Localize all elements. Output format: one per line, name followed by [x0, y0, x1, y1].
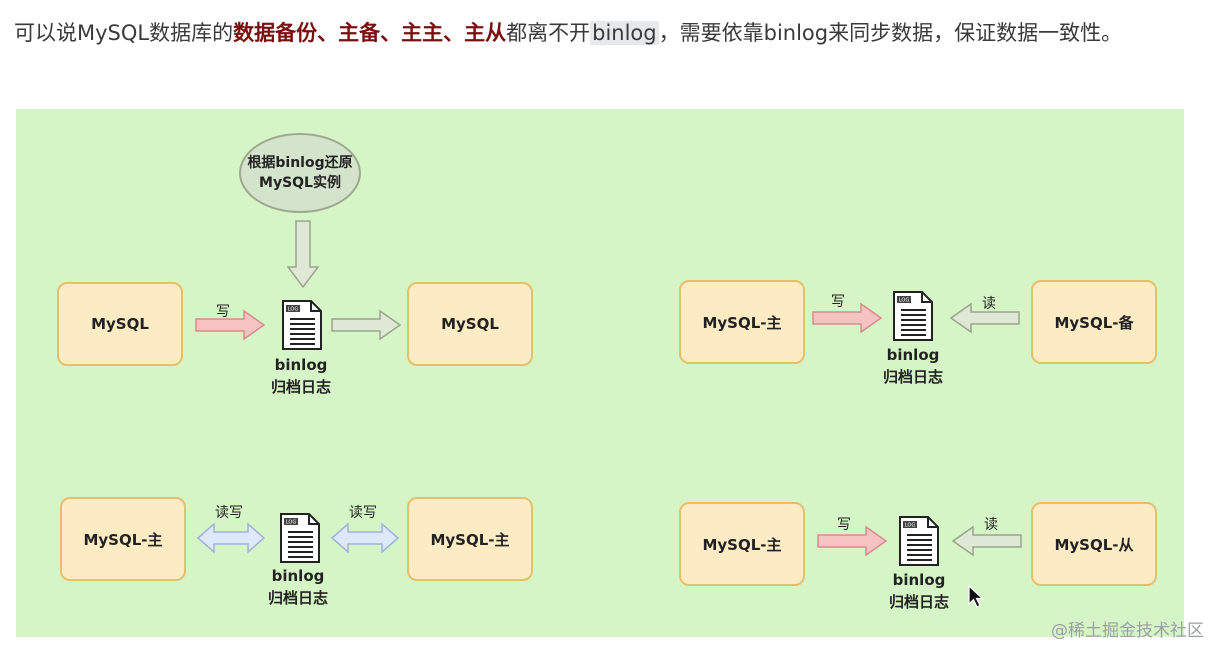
mysql-master-box-p2: MySQL-主 — [679, 280, 805, 364]
mysql-box-restored-label: MySQL — [441, 315, 499, 333]
write-arrow-icon — [812, 302, 883, 334]
mysql-master-box-p4: MySQL-主 — [679, 502, 805, 586]
svg-text:LOG: LOG — [288, 307, 299, 313]
para-suffix: ，需要依靠binlog来同步数据，保证数据一致性。 — [658, 21, 1123, 45]
write-label: 写 — [216, 304, 230, 320]
write-arrow-icon — [195, 309, 266, 341]
mysql-master-box-p3-right: MySQL-主 — [407, 497, 533, 581]
restore-ellipse-label: 根据binlog还原MySQL实例 — [247, 155, 353, 191]
readwrite-label: 读写 — [215, 505, 243, 521]
mysql-standby-box-label: MySQL-备 — [1054, 313, 1134, 332]
svg-text:LOG: LOG — [905, 523, 916, 529]
mysql-slave-box-label: MySQL-从 — [1054, 535, 1134, 554]
binlog-label-line2: 归档日志 — [270, 378, 331, 396]
binlog-label-line1: binlog — [886, 346, 940, 364]
readwrite-arrow-icon — [196, 522, 266, 554]
mysql-slave-box: MySQL-从 — [1031, 502, 1157, 586]
binlog-label: binlog 归档日志 — [853, 344, 973, 388]
write-label: 写 — [837, 517, 851, 533]
binlog-document-icon: LOG — [899, 516, 939, 566]
description-paragraph: 可以说MySQL数据库的数据备份、主备、主主、主从都离不开binlog，需要依靠… — [14, 14, 1194, 52]
readwrite-arrow-icon — [330, 522, 400, 554]
para-middle: 都离不开 — [506, 21, 591, 45]
write-arrow-icon — [817, 525, 888, 557]
binlog-label-line1: binlog — [892, 571, 946, 589]
read-label: 读 — [984, 517, 998, 533]
binlog-label: binlog 归档日志 — [859, 569, 979, 613]
read-arrow-icon — [951, 525, 1022, 557]
mysql-master-box-p2-label: MySQL-主 — [702, 313, 782, 332]
mouse-cursor-icon — [968, 584, 985, 608]
mysql-standby-box: MySQL-备 — [1031, 280, 1157, 364]
mysql-master-box-p3-right-label: MySQL-主 — [430, 530, 510, 549]
binlog-diagram: 根据binlog还原MySQL实例 MySQL 写 LOG binlog 归档日… — [16, 109, 1184, 637]
mysql-box-source-label: MySQL — [91, 315, 149, 333]
write-label: 写 — [831, 294, 845, 310]
binlog-label-line2: 归档日志 — [882, 368, 943, 386]
readwrite-label: 读写 — [349, 505, 377, 521]
binlog-document-icon: LOG — [893, 291, 933, 341]
restore-ellipse: 根据binlog还原MySQL实例 — [239, 133, 361, 213]
mysql-master-box-p3-left-label: MySQL-主 — [83, 530, 163, 549]
binlog-label-line1: binlog — [271, 567, 325, 585]
binlog-label-line2: 归档日志 — [888, 593, 949, 611]
para-emphasis: 数据备份、主备、主主、主从 — [233, 21, 507, 45]
mysql-box-source: MySQL — [57, 282, 183, 366]
binlog-document-icon: LOG — [280, 513, 320, 563]
mysql-master-box-p3-left: MySQL-主 — [60, 497, 186, 581]
restore-down-arrow-icon — [286, 220, 320, 289]
watermark: @稀土掘金技术社区 — [1051, 621, 1204, 641]
restore-arrow-icon — [331, 309, 402, 341]
mysql-box-restored: MySQL — [407, 282, 533, 366]
binlog-label: binlog 归档日志 — [241, 354, 361, 398]
read-arrow-icon — [949, 302, 1020, 334]
para-prefix: 可以说MySQL数据库的 — [14, 21, 234, 45]
inline-code-binlog: binlog — [590, 21, 659, 45]
binlog-label-line2: 归档日志 — [267, 589, 328, 607]
read-label: 读 — [982, 296, 996, 312]
binlog-label-line1: binlog — [274, 356, 328, 374]
binlog-document-icon: LOG — [282, 300, 322, 350]
binlog-label: binlog 归档日志 — [238, 565, 358, 609]
mysql-master-box-p4-label: MySQL-主 — [702, 535, 782, 554]
svg-text:LOG: LOG — [899, 298, 910, 304]
svg-text:LOG: LOG — [286, 520, 297, 526]
